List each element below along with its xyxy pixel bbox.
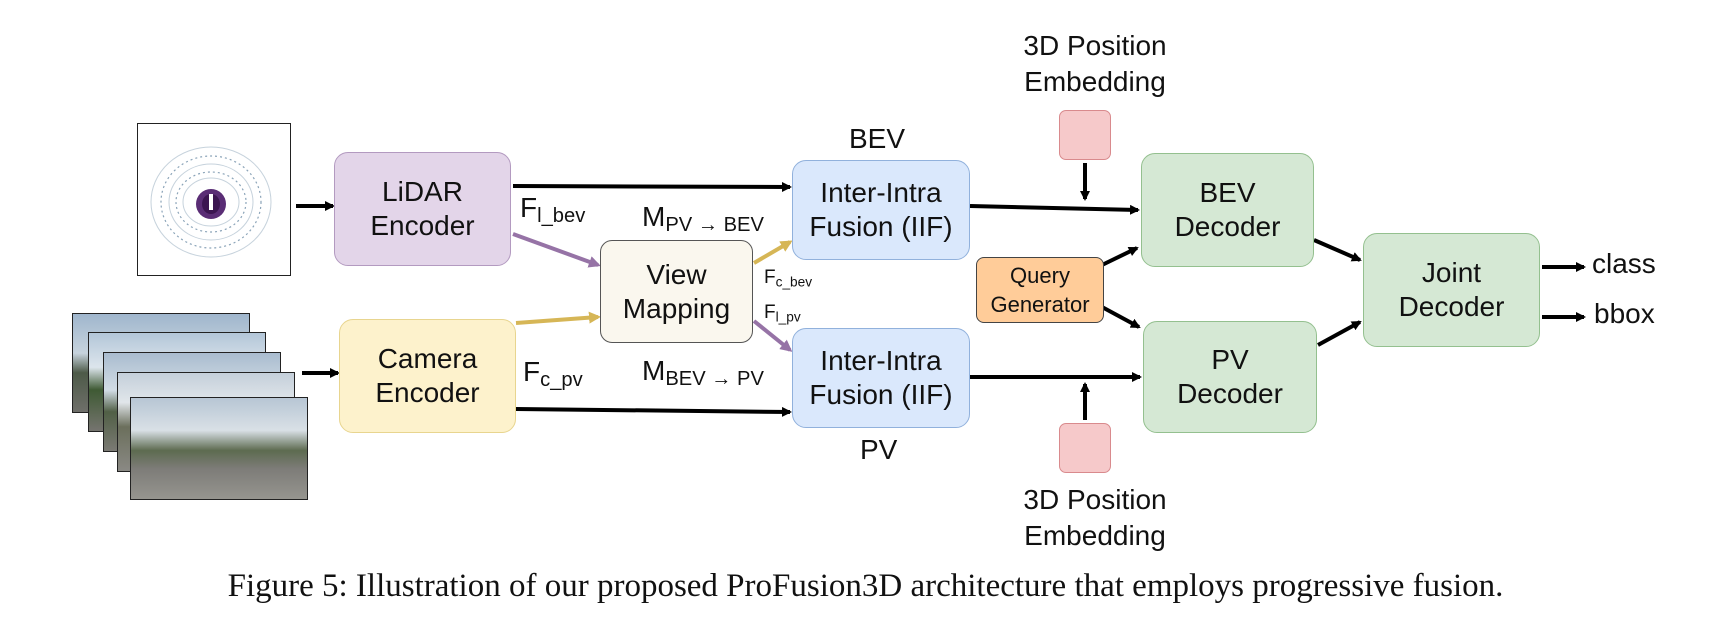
arrow-bev-decoder-to-joint	[1313, 238, 1362, 262]
arrow-view-mapping-to-iif-pv	[752, 319, 793, 352]
f-c-pv-label: Fc_pv	[523, 356, 583, 396]
m-pv-bev-main: M	[642, 201, 666, 232]
arrow-iif-bev-to-bev-decoder	[969, 204, 1140, 215]
bev-decoder-line2: Decoder	[1174, 211, 1281, 242]
arrow-pv-decoder-to-joint	[1317, 320, 1362, 347]
arrow-view-mapping-to-iif-bev	[752, 240, 793, 265]
m-bev-pv-main: M	[642, 355, 666, 386]
f-l-pv-main: F	[764, 302, 776, 323]
query-generator-block: Query Generator	[976, 257, 1104, 323]
arrow-lidar-to-view-mapping	[512, 232, 601, 268]
iif-pv-block: Inter-Intra Fusion (IIF)	[792, 328, 970, 428]
joint-decoder-line2: Decoder	[1398, 291, 1505, 322]
camera-encoder-line1: Camera	[377, 343, 478, 374]
iif-bev-block: Inter-Intra Fusion (IIF)	[792, 160, 970, 260]
bev-decoder-block: BEV Decoder	[1141, 153, 1314, 267]
camera-image-5	[130, 397, 308, 500]
pv-label: PV	[860, 434, 898, 465]
camera-encoder-line2: Encoder	[375, 377, 480, 408]
f-c-bev-label: Fc_bev	[764, 267, 812, 293]
arrow-query-to-pv-decoder	[1101, 305, 1141, 329]
arrow-query-to-bev-decoder	[1101, 246, 1139, 267]
pv-decoder-line1: PV	[1211, 344, 1249, 375]
lidar-encoder-line1: LiDAR	[382, 176, 463, 207]
position-embedding-bottom-line2: Embedding	[1024, 520, 1166, 551]
m-pv-bev-sub: PV → BEV	[665, 214, 764, 237]
lidar-point-cloud-image	[137, 123, 291, 276]
output-class-label: class	[1592, 248, 1656, 279]
position-embedding-top-line2: Embedding	[1024, 66, 1166, 97]
position-embedding-bottom-box	[1059, 423, 1111, 473]
f-l-bev-sub: l_bev	[537, 205, 586, 228]
view-mapping-line2: Mapping	[622, 292, 731, 324]
figure-caption: Figure 5: Illustration of our proposed P…	[227, 568, 1504, 604]
lidar-encoder-line2: Encoder	[370, 210, 475, 241]
arrow-lidar-to-iif-bev	[512, 181, 792, 192]
f-c-bev-sub: c_bev	[775, 274, 813, 290]
m-pv-bev-label: MPV → BEV	[642, 201, 764, 241]
f-l-pv-label: Fl_pv	[764, 302, 801, 328]
bev-label: BEV	[849, 123, 906, 154]
joint-decoder-line1: Joint	[1421, 257, 1482, 288]
pv-decoder-block: PV Decoder	[1143, 321, 1317, 433]
pv-decoder-line2: Decoder	[1177, 378, 1283, 409]
m-bev-pv-label: MBEV → PV	[642, 355, 764, 395]
position-embedding-bottom-line1: 3D Position	[1023, 484, 1167, 515]
m-bev-pv-sub: BEV → PV	[665, 368, 764, 391]
position-embedding-top-box	[1059, 110, 1111, 160]
arrow-camera-to-view-mapping	[515, 311, 601, 325]
f-c-pv-main: F	[523, 356, 541, 387]
position-embedding-bottom-label: 3D Position Embedding	[1000, 482, 1190, 554]
f-c-bev-main: F	[764, 267, 776, 288]
output-bbox-label: bbox	[1594, 298, 1655, 329]
view-mapping-block: View Mapping	[600, 240, 753, 343]
f-c-pv-sub: c_pv	[540, 369, 583, 392]
f-l-bev-main: F	[520, 192, 538, 223]
query-generator-line2: Generator	[990, 292, 1090, 317]
point-cloud-graphic	[150, 146, 272, 258]
camera-encoder-block: Camera Encoder	[339, 319, 516, 433]
lidar-encoder-block: LiDAR Encoder	[334, 152, 511, 266]
bev-decoder-line1: BEV	[1199, 177, 1256, 208]
iif-bev-line1: Inter-Intra	[820, 177, 942, 208]
iif-pv-line2: Fusion (IIF)	[809, 379, 953, 410]
query-generator-line1: Query	[1010, 263, 1070, 288]
iif-pv-line1: Inter-Intra	[820, 345, 942, 376]
f-l-pv-sub: l_pv	[775, 309, 801, 325]
iif-bev-line2: Fusion (IIF)	[809, 211, 953, 242]
arrow-camera-to-iif-pv	[515, 406, 792, 417]
position-embedding-top-label: 3D Position Embedding	[1000, 28, 1190, 100]
joint-decoder-block: Joint Decoder	[1363, 233, 1540, 347]
position-embedding-top-line1: 3D Position	[1023, 30, 1167, 61]
f-l-bev-label: Fl_bev	[520, 192, 585, 232]
view-mapping-line1: View	[646, 258, 707, 290]
